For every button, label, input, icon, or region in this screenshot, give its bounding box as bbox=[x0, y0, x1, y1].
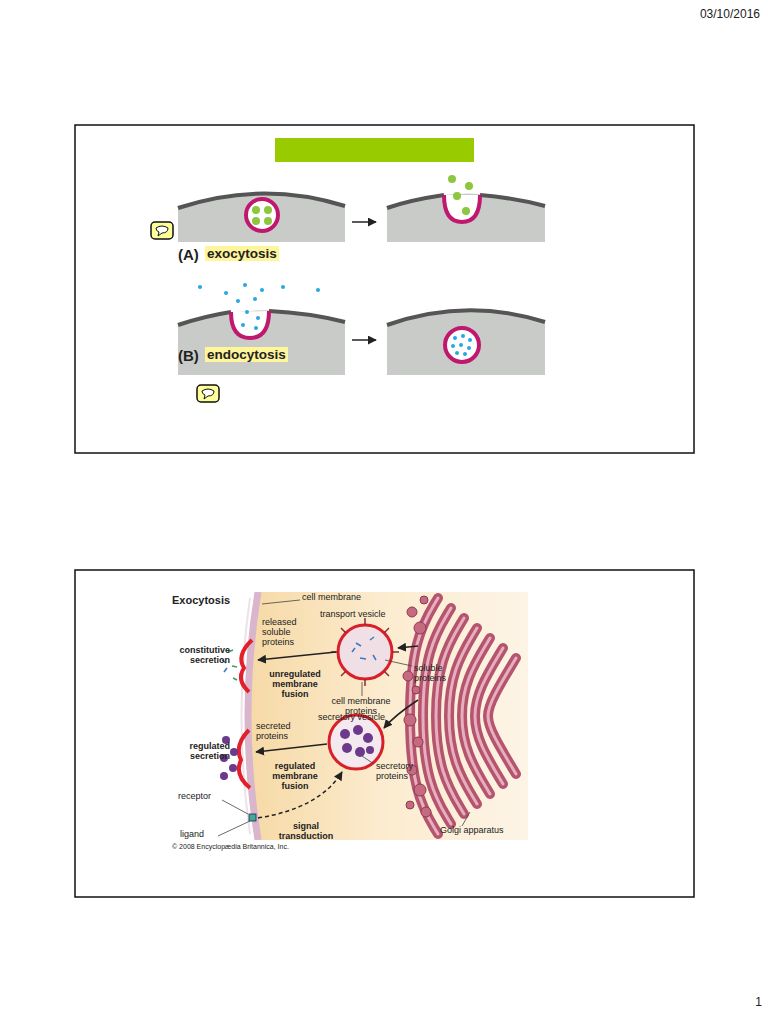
endocytosis-after bbox=[387, 280, 545, 375]
part-label: cell membrane bbox=[302, 593, 362, 603]
copyright-note: © 2008 Encyclopædia Britannica, Inc. bbox=[172, 843, 372, 851]
part-label: ligand bbox=[180, 830, 220, 840]
part-label: soluble proteins bbox=[414, 664, 462, 684]
comment-icon bbox=[151, 222, 173, 239]
process-label: unregulated membrane fusion bbox=[262, 670, 328, 700]
part-label: secretory proteins bbox=[376, 762, 428, 782]
highlight: exocytosis bbox=[205, 246, 279, 261]
title-bar bbox=[275, 138, 474, 162]
page-date: 03/10/2016 bbox=[660, 8, 760, 21]
exocytosis-illustration bbox=[170, 592, 528, 840]
slide-frame bbox=[75, 125, 694, 453]
endocytosis-before bbox=[178, 280, 345, 375]
part-label: secreted proteins bbox=[256, 722, 316, 742]
figure-title: Exocytosis bbox=[172, 594, 252, 606]
slide-frame bbox=[75, 570, 694, 897]
process-label: constitutive secretion bbox=[172, 646, 230, 666]
arrow bbox=[352, 339, 376, 341]
part-label: transport vesicle bbox=[320, 610, 410, 620]
process-label: regulated secretion bbox=[172, 742, 230, 762]
process-name: endocytosis bbox=[205, 348, 295, 363]
process-label: signal transduction bbox=[268, 822, 344, 842]
page-number: 1 bbox=[748, 996, 762, 1009]
panel-letter: (A) bbox=[178, 247, 204, 264]
arrow bbox=[352, 221, 376, 223]
part-label: released soluble proteins bbox=[262, 618, 314, 648]
panel-letter: (B) bbox=[178, 348, 204, 365]
highlight: endocytosis bbox=[205, 347, 288, 362]
process-name: exocytosis bbox=[205, 247, 285, 262]
part-label: secretory vesicle bbox=[318, 713, 408, 723]
part-label: receptor bbox=[178, 792, 228, 802]
exocytosis-before bbox=[178, 172, 345, 242]
process-label: regulated membrane fusion bbox=[262, 762, 328, 792]
exocytosis-after bbox=[387, 172, 545, 242]
comment-icon bbox=[197, 385, 219, 402]
part-label: Golgi apparatus bbox=[440, 826, 528, 836]
